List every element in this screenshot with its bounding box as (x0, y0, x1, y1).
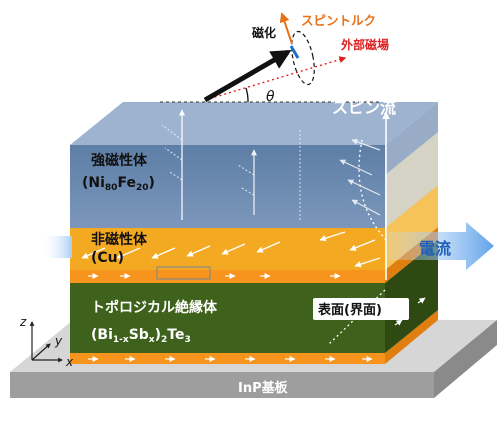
ferromagnet-spin-arrows (161, 109, 381, 220)
spin-torque-label: スピントルク (301, 13, 376, 28)
external-field-label: 外部磁場 (341, 37, 389, 52)
nonmagnet-spin-arrows (81, 231, 381, 268)
current-arrow (388, 222, 494, 270)
precession-vector (289, 45, 300, 59)
nonmagnet-label: 非磁性体 (91, 231, 148, 248)
axis-z-label: z (19, 315, 27, 329)
current-label: 電流 (419, 239, 451, 258)
interface-highlight-box (156, 266, 211, 280)
axis-y-label: y (54, 334, 63, 348)
ti-label: トポロジカル絶縁体 (91, 299, 218, 316)
coordinate-axes (29, 321, 63, 363)
surface-label-box (313, 298, 409, 320)
precession-ellipse (291, 30, 315, 86)
ti-formula: (Bi1-xSbx)2Te3 (91, 327, 191, 345)
current-inflow (42, 236, 72, 258)
axis-x-label: x (65, 355, 74, 369)
ferromagnet-formula: (Ni80Fe20) (82, 175, 155, 193)
surface-label: 表面(界面) (317, 302, 382, 318)
magnetization-arrow (203, 49, 292, 103)
theta-arc (245, 87, 249, 103)
ferromagnet-label: 強磁性体 (91, 152, 148, 169)
nonmagnet-formula: (Cu) (91, 250, 124, 266)
spin-current-label: スピン流 (332, 98, 396, 117)
spin-torque-arrow (279, 12, 293, 45)
bottom-surface-layer (70, 310, 438, 364)
surface-leader (327, 289, 386, 346)
external-field-arrow (204, 56, 347, 101)
spin-current-profile (358, 139, 387, 241)
substrate-label: InP基板 (238, 380, 289, 396)
ferromagnet-layer (70, 102, 438, 228)
surface-spin-arrows (88, 273, 426, 362)
magnetization-label: 磁化 (251, 25, 276, 40)
theta-label: θ (266, 89, 275, 105)
